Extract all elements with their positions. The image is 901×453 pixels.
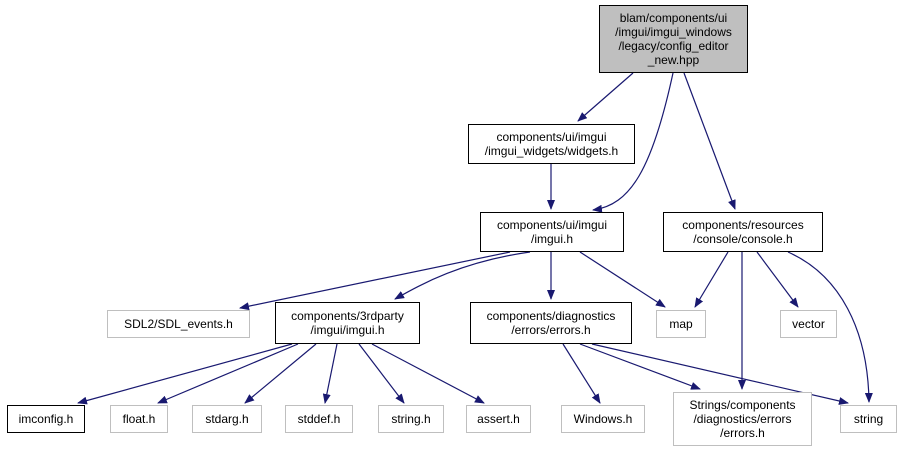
node-stdarg-h[interactable]: stdarg.h: [192, 405, 262, 433]
edge-errors-to-strings: [579, 343, 701, 390]
edge-imgui3rd-to-imconfig: [77, 343, 293, 405]
edge-imgui3rd-to-assert: [371, 343, 485, 404]
node-widgets-h[interactable]: components/ui/imgui /imgui_widgets/widge…: [468, 124, 635, 164]
edge-console-to-map: [694, 251, 729, 308]
edge-root-to-widgets: [577, 72, 634, 122]
node-float-h[interactable]: float.h: [110, 405, 168, 433]
node-stddef-h[interactable]: stddef.h: [285, 405, 353, 433]
edge-imgui3rd-to-stringh: [358, 343, 405, 404]
node-config-editor-new-hpp[interactable]: blam/components/ui /imgui/imgui_windows …: [599, 5, 748, 73]
edge-root-to-console: [683, 72, 736, 210]
node-imconfig-h[interactable]: imconfig.h: [7, 405, 85, 433]
edge-imgui3rd-to-float: [157, 343, 299, 404]
node-map[interactable]: map: [656, 310, 706, 338]
node-errors-h[interactable]: components/diagnostics /errors/errors.h: [470, 302, 632, 344]
node-ui-imgui-h[interactable]: components/ui/imgui /imgui.h: [480, 212, 624, 252]
node-assert-h[interactable]: assert.h: [466, 405, 531, 433]
edge-root-to-imgui_ui: [592, 72, 674, 213]
edge-imgui_ui-to-sdl: [239, 251, 511, 311]
edge-imgui3rd-to-stdarg: [244, 343, 317, 404]
edge-errors-to-windows: [562, 343, 601, 404]
node-strings-errors-h[interactable]: Strings/components /diagnostics/errors /…: [673, 392, 812, 446]
node-sdl-events-h[interactable]: SDL2/SDL_events.h: [107, 310, 250, 338]
edge-imgui_ui-to-map: [579, 251, 666, 308]
edge-imgui3rd-to-stddef: [322, 343, 338, 404]
node-3rdparty-imgui-h[interactable]: components/3rdparty /imgui/imgui.h: [275, 302, 420, 344]
edge-console-to-string: [787, 251, 873, 403]
edge-imgui_ui-to-imgui3rd: [394, 251, 531, 300]
node-windows-h[interactable]: Windows.h: [561, 405, 645, 433]
node-vector[interactable]: vector: [780, 310, 837, 338]
node-console-h[interactable]: components/resources /console/console.h: [663, 212, 823, 252]
edge-console-to-vector: [756, 251, 799, 308]
node-string[interactable]: string: [840, 405, 897, 433]
node-string-h[interactable]: string.h: [378, 405, 444, 433]
